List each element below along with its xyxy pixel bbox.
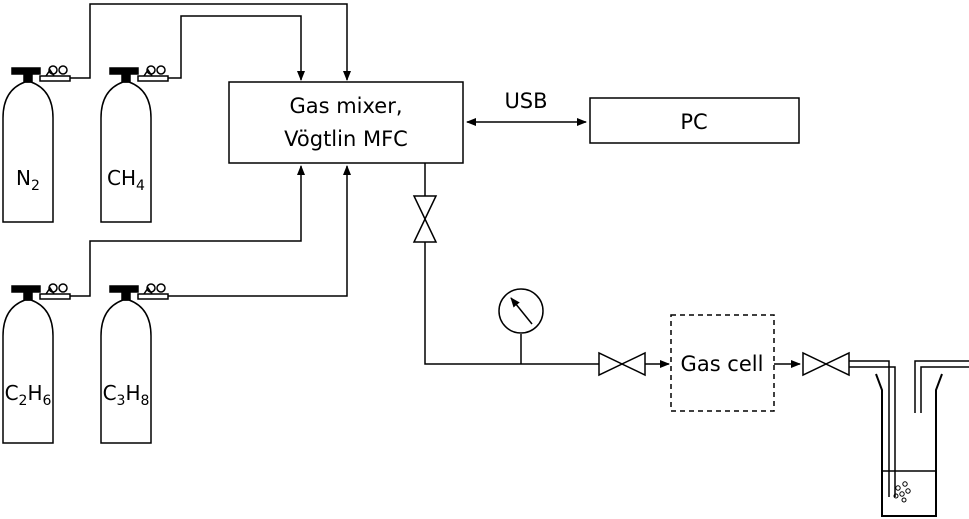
formula-element: H: [125, 381, 140, 405]
valve-icon: [802, 351, 850, 377]
valve-icon: [412, 195, 438, 243]
formula-subscript: 6: [43, 393, 52, 409]
outlet-line-lower: [424, 242, 599, 365]
formula-subscript: 2: [19, 393, 28, 409]
formula-subscript: 8: [141, 393, 150, 409]
cylinder-label-ch4: CH4: [107, 166, 145, 194]
gas-line-c3h8: [168, 165, 351, 297]
formula-element: H: [27, 381, 42, 405]
pressure-regulator-icon: [137, 283, 169, 300]
gas-line-ch4: [168, 15, 305, 81]
gas-cell-label: Gas cell: [681, 352, 764, 376]
gas-mixer-label-line2: Vögtlin MFC: [284, 127, 408, 151]
gas-line-n2: [70, 3, 351, 81]
gas-mixer-label-line1: Gas mixer,: [289, 94, 402, 118]
bubbler-icon: [849, 360, 969, 517]
formula-subscript: 2: [31, 178, 40, 194]
usb-label: USB: [504, 89, 547, 113]
formula-element: C: [103, 381, 117, 405]
gas-line-c2h6: [70, 165, 305, 297]
cylinder-label-c3h8: C3H8: [103, 381, 150, 409]
cylinder-label-c2h6: C2H6: [5, 381, 52, 409]
pc-box: [589, 97, 800, 144]
formula-element: N: [16, 166, 31, 190]
gas-cylinder-icon: [100, 67, 152, 223]
gas-mixer-box: [228, 81, 464, 164]
valve-icon: [598, 351, 646, 377]
pressure-regulator-icon: [137, 65, 169, 82]
cylinder-label-n2: N2: [16, 166, 40, 194]
formula-element: C: [5, 381, 19, 405]
pressure-regulator-icon: [39, 65, 71, 82]
pressure-gauge-icon: [498, 288, 544, 364]
gas-cylinder-icon: [2, 67, 54, 223]
pc-label: PC: [680, 110, 707, 134]
pressure-regulator-icon: [39, 283, 71, 300]
gas-cylinder-icon: [2, 285, 54, 444]
formula-subscript: 3: [117, 393, 126, 409]
gas-cylinder-icon: [100, 285, 152, 444]
formula-subscript: 4: [136, 178, 145, 194]
formula-element: CH: [107, 166, 136, 190]
